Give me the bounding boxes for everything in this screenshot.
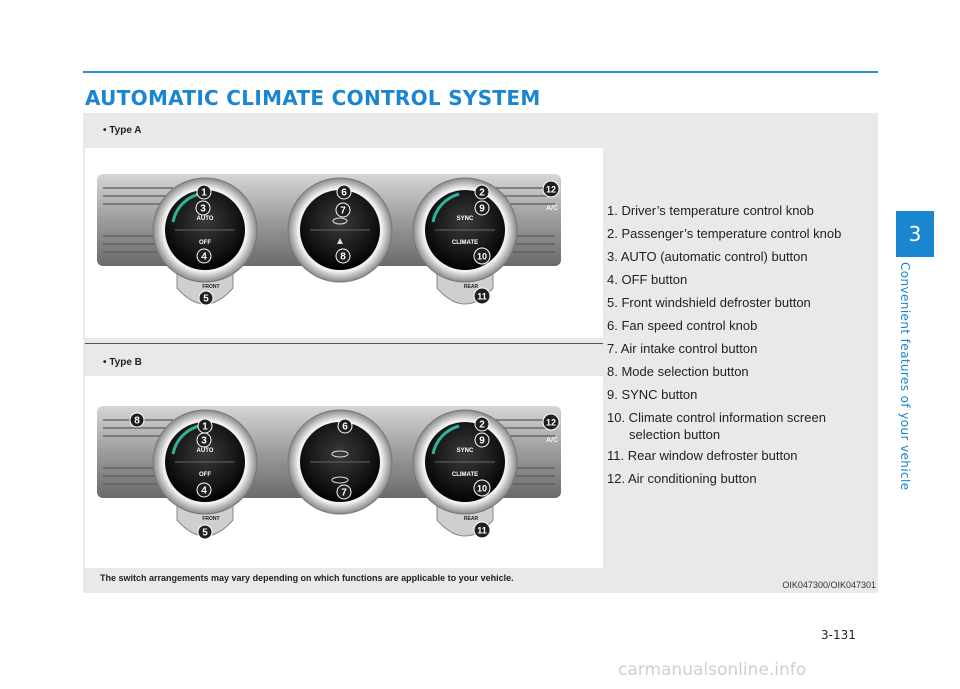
- callout-3: 3: [196, 432, 212, 448]
- svg-text:11: 11: [477, 526, 487, 536]
- ac-button-label: A/C: [546, 205, 558, 212]
- sync-button-label: SYNC: [457, 448, 474, 454]
- svg-text:9: 9: [479, 204, 485, 215]
- svg-text:9: 9: [479, 436, 485, 447]
- svg-text:4: 4: [201, 486, 207, 497]
- front-defrost-label: FRONT: [202, 284, 219, 290]
- svg-text:3: 3: [201, 436, 207, 447]
- callout-5: 5: [197, 524, 213, 540]
- callout-1: 1: [197, 418, 213, 434]
- off-button-label: OFF: [199, 472, 211, 478]
- svg-text:6: 6: [341, 188, 347, 199]
- callout-4: 4: [196, 248, 212, 264]
- legend-item: 10. Climate control information screen s…: [607, 406, 872, 444]
- callout-9: 9: [474, 432, 490, 448]
- svg-text:10: 10: [477, 484, 487, 494]
- callout-8: 8: [129, 412, 145, 428]
- type-a-control-panel: AUTO OFF SYNC CLIMATE FRONT REAR A/C 1 3…: [97, 174, 561, 306]
- svg-text:12: 12: [546, 418, 556, 428]
- callout-markers: 1 3 4 5 6 7 8 2 9 10 11 12: [195, 180, 560, 306]
- svg-text:1: 1: [201, 188, 207, 199]
- callout-7: 7: [335, 202, 351, 218]
- legend-item: 1. Driver’s temperature control knob: [607, 203, 814, 218]
- callout-11: 11: [473, 287, 491, 305]
- off-button-label: OFF: [199, 240, 211, 246]
- svg-text:12: 12: [546, 185, 556, 195]
- callout-12: 12: [542, 180, 560, 198]
- svg-text:10: 10: [477, 252, 487, 262]
- svg-text:2: 2: [479, 188, 485, 199]
- legend-item-continuation: selection button: [629, 427, 721, 442]
- svg-text:2: 2: [479, 420, 485, 431]
- legend-item: 9. SYNC button: [607, 387, 698, 402]
- legend-item: 12. Air conditioning button: [607, 471, 757, 486]
- legend-item-text: 10. Climate control information screen: [607, 410, 826, 425]
- svg-text:5: 5: [203, 294, 209, 305]
- legend-item: 6. Fan speed control knob: [607, 318, 758, 333]
- callout-12: 12: [542, 413, 560, 431]
- rear-defrost-label: REAR: [464, 284, 479, 290]
- figure-footnote: The switch arrangements may vary dependi…: [100, 573, 514, 583]
- auto-button-label: AUTO: [197, 216, 214, 222]
- svg-text:7: 7: [340, 206, 346, 217]
- image-code: OIK047300/OIK047301: [782, 580, 876, 590]
- callout-10: 10: [473, 479, 491, 497]
- callout-9: 9: [474, 200, 490, 216]
- svg-text:7: 7: [341, 488, 347, 499]
- legend-item: 3. AUTO (automatic control) button: [607, 249, 808, 264]
- type-b-label: • Type B: [103, 357, 142, 368]
- type-a-image: AUTO OFF SYNC CLIMATE FRONT REAR A/C 1 3…: [85, 148, 603, 338]
- chapter-title: Convenient features of your vehicle: [898, 262, 912, 491]
- callout-1: 1: [196, 184, 212, 200]
- ac-button-label: A/C: [546, 437, 558, 444]
- callout-6: 6: [336, 184, 352, 200]
- legend-item: 11. Rear window defroster button: [607, 448, 798, 463]
- svg-text:1: 1: [202, 422, 208, 433]
- page-number: 3-131: [821, 628, 856, 642]
- type-b-image: AUTO OFF SYNC CLIMATE FRONT REAR A/C 8 1…: [85, 376, 603, 568]
- callout-3: 3: [195, 200, 211, 216]
- callout-2: 2: [474, 184, 490, 200]
- legend-item: 5. Front windshield defroster button: [607, 295, 811, 310]
- fan-speed-icon: [332, 217, 348, 244]
- chapter-tab: 3: [896, 211, 934, 257]
- watermark: carmanualsonline.info: [618, 660, 807, 680]
- svg-text:8: 8: [134, 416, 140, 427]
- callout-11: 11: [473, 521, 491, 539]
- rear-defrost-label: REAR: [464, 516, 479, 522]
- svg-text:11: 11: [477, 292, 487, 302]
- legend-item: 7. Air intake control button: [607, 341, 758, 356]
- sync-button-label: SYNC: [457, 216, 474, 222]
- climate-button-label: CLIMATE: [452, 240, 478, 246]
- climate-button-label: CLIMATE: [452, 472, 478, 478]
- callout-5: 5: [198, 290, 214, 306]
- top-rule: [83, 71, 878, 73]
- svg-text:8: 8: [340, 252, 346, 263]
- callout-8: 8: [335, 248, 351, 264]
- svg-text:5: 5: [202, 528, 208, 539]
- svg-text:4: 4: [201, 252, 207, 263]
- callout-6: 6: [337, 418, 353, 434]
- svg-text:3: 3: [200, 204, 206, 215]
- front-defrost-label: FRONT: [202, 516, 219, 522]
- svg-text:6: 6: [342, 422, 348, 433]
- legend-item: 4. OFF button: [607, 272, 688, 287]
- callout-2: 2: [474, 416, 490, 432]
- callout-10: 10: [473, 247, 491, 265]
- air-intake-icon: [331, 450, 349, 484]
- type-b-control-panel: AUTO OFF SYNC CLIMATE FRONT REAR A/C 8 1…: [97, 406, 561, 540]
- page-title: AUTOMATIC CLIMATE CONTROL SYSTEM: [85, 86, 541, 110]
- callout-4: 4: [196, 482, 212, 498]
- callout-legend: 1. Driver’s temperature control knob 2. …: [607, 199, 872, 490]
- legend-item: 8. Mode selection button: [607, 364, 749, 379]
- callout-markers: 8 1 3 4 5 6 7 2 9 10 11 12: [129, 412, 560, 540]
- callout-7: 7: [336, 484, 352, 500]
- figure-divider: [85, 343, 603, 344]
- auto-button-label: AUTO: [197, 448, 214, 454]
- type-a-label: • Type A: [103, 125, 142, 136]
- legend-item: 2. Passenger’s temperature control knob: [607, 226, 842, 241]
